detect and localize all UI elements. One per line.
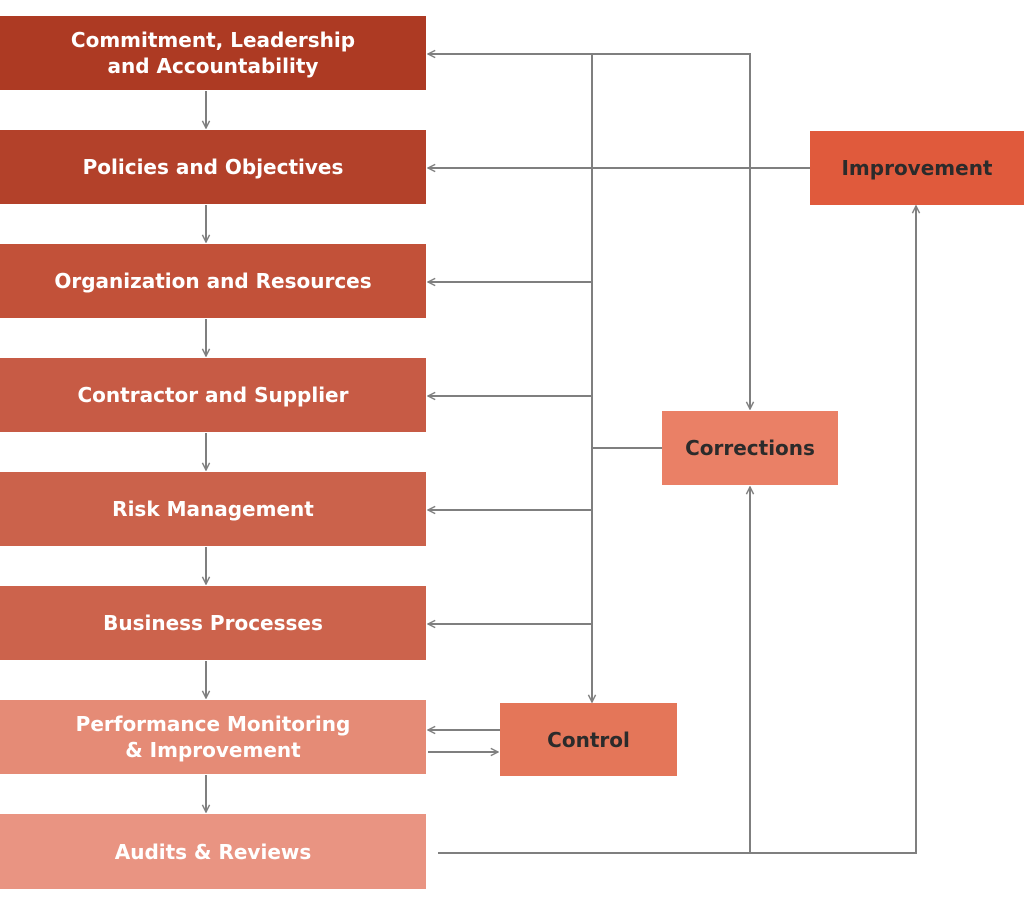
step-label: Contractor and Supplier bbox=[77, 383, 349, 407]
corrections-label: Corrections bbox=[685, 436, 815, 460]
corrections-box: Corrections bbox=[662, 411, 838, 485]
control-label: Control bbox=[547, 727, 630, 752]
step-policies: Policies and Objectives bbox=[0, 130, 426, 204]
step-risk: Risk Management bbox=[0, 472, 426, 546]
connectors bbox=[206, 53, 916, 854]
audits-to-improvement bbox=[438, 206, 916, 854]
step-commitment: Commitment, Leadership and Accountabilit… bbox=[0, 16, 426, 90]
step-contractor: Contractor and Supplier bbox=[0, 358, 426, 432]
step-label: Policies and Objectives bbox=[82, 155, 344, 179]
step-performance: Performance Monitoring & Improvement bbox=[0, 700, 426, 774]
step-business: Business Processes bbox=[0, 586, 426, 660]
top-feedback-line bbox=[430, 53, 750, 409]
step-label: Business Processes bbox=[103, 611, 323, 635]
step-organization: Organization and Resources bbox=[0, 244, 426, 318]
step-label: Commitment, Leadership and Accountabilit… bbox=[70, 28, 356, 78]
step-label: Performance Monitoring & Improvement bbox=[75, 712, 351, 762]
improvement-label: Improvement bbox=[841, 156, 993, 180]
step-label: Audits & Reviews bbox=[114, 839, 312, 864]
step-label: Organization and Resources bbox=[54, 269, 372, 293]
step-audits: Audits & Reviews bbox=[0, 814, 426, 889]
improvement-box: Improvement bbox=[810, 131, 1024, 205]
step-label: Risk Management bbox=[112, 497, 314, 521]
control-box: Control bbox=[500, 703, 677, 776]
